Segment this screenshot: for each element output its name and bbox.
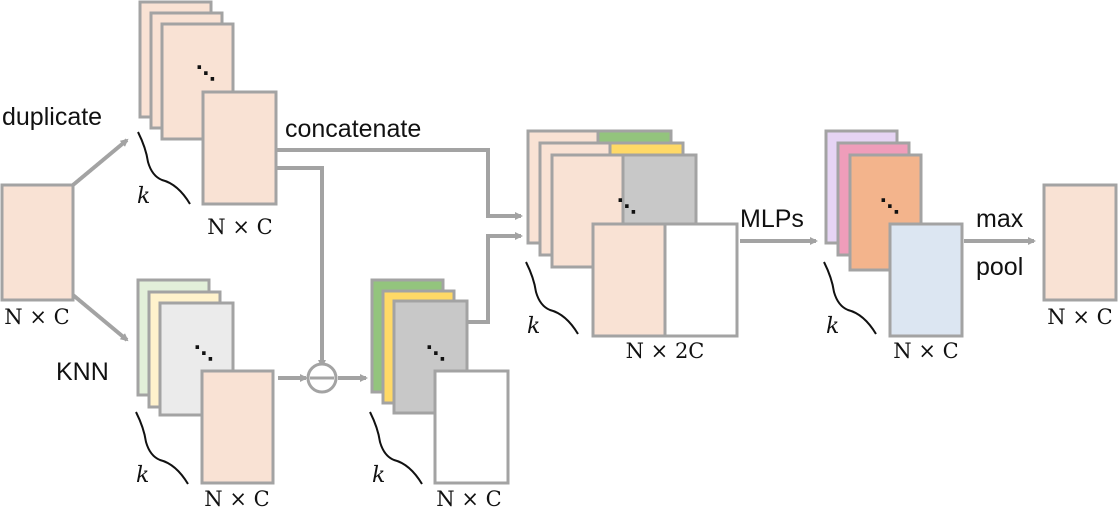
knn-arrow (71, 293, 129, 342)
k-label: k (136, 463, 149, 488)
input-matrix (0, 183, 75, 302)
ellipsis-mark: ⋱ (617, 194, 637, 218)
knn-stack: ⋱ k N × C (135, 278, 275, 511)
k-brace (823, 261, 877, 335)
k-brace (135, 411, 189, 485)
knn-label: KNN (56, 358, 109, 386)
subtract-operator (306, 362, 338, 394)
duplicate-arrow (71, 138, 129, 187)
duplicate-label: duplicate (2, 103, 102, 131)
k-label: k (137, 184, 150, 209)
concatenated-dim-label: N × 2C (626, 339, 705, 363)
concatenate-label: concatenate (285, 115, 421, 143)
mlp-front-card (888, 222, 964, 338)
difference-stack: ⋱ k N × C (369, 278, 510, 511)
duplicate-stack: ⋱ k N × C (137, 0, 278, 239)
k-brace (369, 411, 423, 485)
ellipsis-mark: ⋱ (880, 194, 900, 218)
concat-front-right (663, 222, 739, 338)
arrows (71, 138, 1036, 382)
ellipsis-mark: ⋱ (194, 341, 214, 365)
output-dim-label: N × C (1047, 305, 1112, 329)
k-brace (525, 261, 579, 335)
difference-to-concat-arrow (467, 232, 523, 324)
pool-label: pool (976, 253, 1023, 281)
mlp-dim-label: N × C (893, 339, 958, 363)
ellipsis-mark: ⋱ (196, 61, 216, 85)
difference-front-card (433, 369, 510, 485)
duplicated-dim-label: N × C (207, 215, 272, 239)
input-dim-label: N × C (4, 305, 69, 329)
output-matrix (1042, 183, 1118, 302)
concat-stack: ⋱ k N × 2C (525, 129, 739, 363)
neighbor-front-card (200, 369, 275, 485)
ellipsis-mark: ⋱ (426, 341, 446, 365)
mlp-output-stack: ⋱ k N × C (823, 129, 964, 363)
concat-front-left (591, 222, 667, 338)
max-label: max (976, 205, 1024, 233)
k-label: k (527, 314, 540, 339)
difference-dim-label: N × C (436, 487, 501, 511)
duplicate-front-card (201, 90, 278, 206)
k-label: k (372, 463, 385, 488)
subtract-arrow-down (276, 166, 326, 368)
k-label: k (826, 314, 839, 339)
neighbors-dim-label: N × C (204, 487, 269, 511)
k-brace (137, 131, 191, 205)
concatenate-arrow (276, 148, 523, 220)
mlps-label: MLPs (740, 205, 804, 233)
